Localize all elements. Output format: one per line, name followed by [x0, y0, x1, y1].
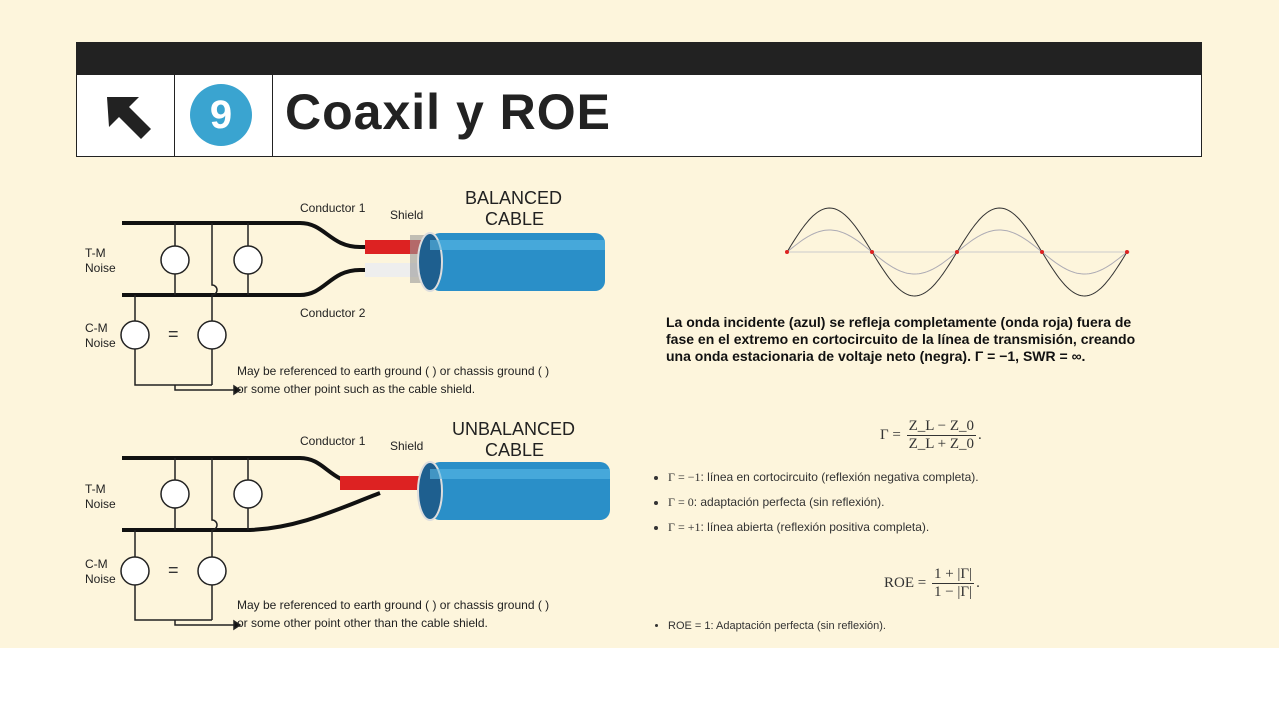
- diagram-title-2: CABLE: [485, 209, 544, 229]
- page-title: Coaxil y ROE: [285, 84, 611, 140]
- tm-label: T-M: [85, 482, 106, 496]
- unbalanced-cable-diagram: = T-M Noise C-M Noise Conductor 1 Shield…: [85, 419, 610, 631]
- back-button[interactable]: [77, 75, 175, 156]
- svg-text:=: =: [168, 324, 179, 344]
- cm-label-2: Noise: [85, 572, 116, 586]
- ground-note-2: or some other point such as the cable sh…: [237, 382, 475, 396]
- ground-note-2: or some other point other than the cable…: [237, 616, 488, 630]
- shield-label: Shield: [390, 439, 423, 453]
- list-item: Γ = 0: adaptación perfecta (sin reflexió…: [668, 495, 979, 510]
- node-markers: [785, 250, 1129, 254]
- number-badge: 9: [190, 84, 252, 146]
- list-item: Γ = +1: línea abierta (reflexión positiv…: [668, 520, 979, 535]
- diagram-title: UNBALANCED: [452, 419, 575, 439]
- diagram-title: BALANCED: [465, 188, 562, 208]
- shield-label: Shield: [390, 208, 423, 222]
- conductor1-label: Conductor 1: [300, 434, 366, 448]
- roe-formula: ROE = 1 + |Γ|1 − |Γ|.: [884, 566, 980, 600]
- roe-cases-list: ROE = 1: Adaptación perfecta (sin reflex…: [650, 620, 886, 642]
- tm-label-2: Noise: [85, 261, 116, 275]
- standing-wave-plot: [785, 207, 1130, 297]
- conductor2-label: Conductor 2: [300, 306, 366, 320]
- ground-note: May be referenced to earth ground ( ) or…: [237, 598, 549, 612]
- svg-text:=: =: [168, 560, 179, 580]
- section-number: 9: [174, 75, 273, 156]
- arrow-up-left-icon: [107, 97, 151, 139]
- ground-note: May be referenced to earth ground ( ) or…: [237, 364, 549, 378]
- balanced-cable-diagram: = T-M Noise C-M Noise Conductor 1 Conduc…: [85, 188, 605, 396]
- diagram-title-2: CABLE: [485, 440, 544, 460]
- cm-label: C-M: [85, 557, 108, 571]
- conductor1-label: Conductor 1: [300, 201, 366, 215]
- slide: 9 Coaxil y ROE = T-M Noise C-M Noise Con…: [0, 0, 1279, 648]
- tm-label: T-M: [85, 246, 106, 260]
- description-text: La onda incidente (azul) se refleja comp…: [666, 314, 1136, 364]
- list-item: Γ = −1: línea en cortocircuito (reflexió…: [668, 470, 979, 485]
- header-bar: [76, 42, 1202, 75]
- cm-label: C-M: [85, 321, 108, 335]
- cm-label-2: Noise: [85, 336, 116, 350]
- gamma-cases-list: Γ = −1: línea en cortocircuito (reflexió…: [650, 470, 979, 545]
- tm-label-2: Noise: [85, 497, 116, 511]
- slide-header: 9 Coaxil y ROE: [76, 75, 1202, 157]
- list-item: ROE = 1: Adaptación perfecta (sin reflex…: [668, 620, 886, 632]
